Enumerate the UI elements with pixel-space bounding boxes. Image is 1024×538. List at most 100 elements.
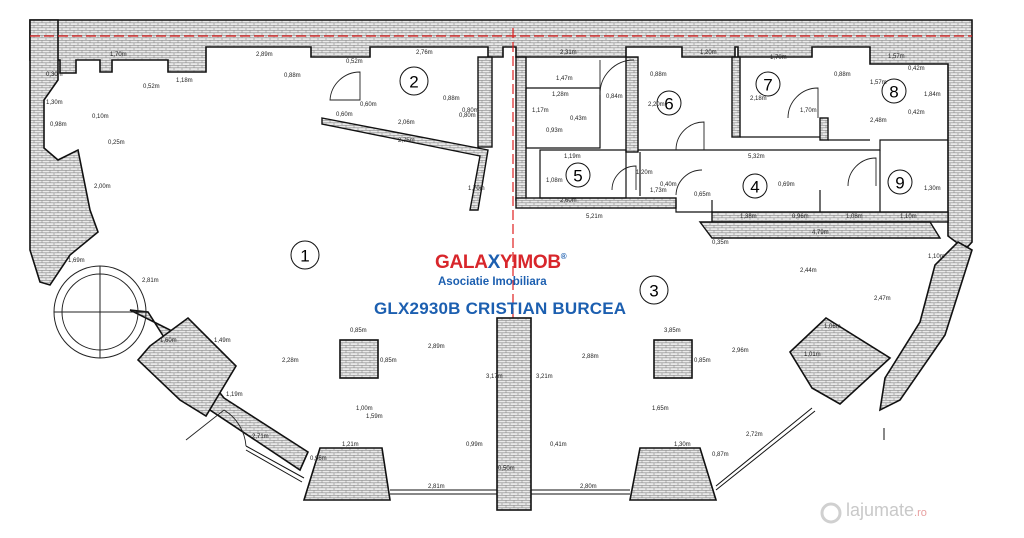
- dim-label: 2,89m: [428, 344, 445, 350]
- dim-label: 2,00m: [94, 184, 111, 190]
- dim-label: 0,98m: [50, 122, 67, 128]
- dim-label: 0,60m: [360, 102, 377, 108]
- dim-label: 2,47m: [874, 296, 891, 302]
- dim-label: 0,35m: [712, 240, 729, 246]
- dim-label: 1,60m: [160, 338, 177, 344]
- svg-text:9: 9: [895, 174, 904, 193]
- dim-label: 1,30m: [46, 100, 63, 106]
- dim-label: 3,85m: [664, 328, 681, 334]
- room-8-label: 8: [881, 78, 907, 104]
- room-7-label: 7: [755, 71, 781, 97]
- dim-label: 1,65m: [652, 406, 669, 412]
- dim-label: 0,88m: [284, 73, 301, 79]
- dim-label: 1,10m: [900, 214, 917, 220]
- svg-text:2: 2: [409, 73, 418, 92]
- dim-label: 2,72m: [746, 432, 763, 438]
- dim-label: 1,19m: [564, 154, 581, 160]
- dim-label: 0,65m: [694, 192, 711, 198]
- dim-label: 0,52m: [346, 59, 363, 65]
- room-3-label: 3: [639, 275, 669, 305]
- dim-label: 0,40m: [660, 182, 677, 188]
- site-tld: .ro: [914, 507, 927, 519]
- dim-label: 2,81m: [142, 278, 159, 284]
- logo-part2: YIMOB: [500, 252, 561, 273]
- dim-label: 1,70m: [468, 186, 485, 192]
- dim-label: 2,06m: [398, 120, 415, 126]
- logo-reg: ®: [560, 252, 567, 261]
- svg-text:6: 6: [664, 95, 673, 114]
- dim-label: 2,44m: [800, 268, 817, 274]
- svg-text:8: 8: [889, 83, 898, 102]
- dim-label: 0,80m: [459, 113, 476, 119]
- dim-label: 5,32m: [748, 154, 765, 160]
- dim-label: 2,89m: [256, 52, 273, 58]
- dim-label: 1,69m: [68, 258, 85, 264]
- dim-label: 2,88m: [582, 354, 599, 360]
- svg-text:5: 5: [573, 167, 582, 186]
- logo-x: X: [487, 252, 501, 273]
- dim-label: 0,88m: [834, 72, 851, 78]
- dim-label: 0,88m: [650, 72, 667, 78]
- dim-label: 1,73m: [650, 188, 667, 194]
- dim-label: 0,88m: [443, 96, 460, 102]
- dim-label: 1,20m: [636, 170, 653, 176]
- room-labels: 1 2 3 4 5 6 7 8 9: [290, 66, 913, 305]
- dim-label: 3,21m: [536, 374, 553, 380]
- svg-text:1: 1: [300, 247, 309, 266]
- dim-label: 0,99m: [466, 442, 483, 448]
- dim-label: 0,85m: [350, 328, 367, 334]
- dim-label: 2,76m: [416, 50, 433, 56]
- dim-label: 1,57m: [870, 80, 887, 86]
- dim-label: 4,79m: [812, 230, 829, 236]
- dim-label: 0,93m: [546, 128, 563, 134]
- dim-label: 2,71m: [252, 434, 269, 440]
- dim-label: 0,96m: [792, 214, 809, 220]
- room-2-label: 2: [399, 66, 429, 96]
- dim-label: 2,96m: [732, 348, 749, 354]
- dim-label: 1,30m: [924, 186, 941, 192]
- dim-label: 0,84m: [606, 94, 623, 100]
- dim-label: 1,08m: [846, 214, 863, 220]
- dim-label: 2,48m: [870, 118, 887, 124]
- dim-label: 2,31m: [560, 50, 577, 56]
- dim-label: 1,38m: [740, 214, 757, 220]
- dim-label: 2,18m: [750, 96, 767, 102]
- dim-label: 2,81m: [428, 484, 445, 490]
- dim-label: 2,20m: [648, 102, 665, 108]
- dim-label: 1,01m: [804, 352, 821, 358]
- dim-label: 1,59m: [366, 414, 383, 420]
- dim-label: 0,50m: [498, 466, 515, 472]
- dim-label: 0,80m: [462, 108, 479, 114]
- axis-lines: [30, 28, 972, 338]
- dim-label: 0,96m: [310, 456, 327, 462]
- dim-label: 0,87m: [712, 452, 729, 458]
- dim-label: 2,28m: [282, 358, 299, 364]
- room-6-label: 6: [656, 90, 682, 116]
- dim-label: 1,84m: [924, 92, 941, 98]
- dim-label: 1,20m: [700, 50, 717, 56]
- dim-label: 1,21m: [342, 442, 359, 448]
- dim-label: 1,70m: [770, 55, 787, 61]
- dim-label: 1,08m: [546, 178, 563, 184]
- dim-label: 3,17m: [486, 374, 503, 380]
- svg-text:3: 3: [649, 282, 658, 301]
- dim-label: 1,19m: [226, 392, 243, 398]
- dim-label: 1,47m: [556, 76, 573, 82]
- spiral-stair: [53, 265, 147, 359]
- dim-label: 2,80m: [580, 484, 597, 490]
- site-name: lajumate: [846, 500, 915, 520]
- site-watermark: lajumate.ro: [846, 500, 927, 521]
- dim-label: 5,21m: [586, 214, 603, 220]
- dim-label: 0,52m: [143, 84, 160, 90]
- galaxyimob-logo: GALAXYIMOB®: [435, 252, 567, 274]
- room-1-label: 1: [290, 240, 320, 270]
- dim-label: 0,41m: [550, 442, 567, 448]
- dim-label: 0,69m: [778, 182, 795, 188]
- window-lines: [245, 407, 816, 495]
- dim-label: 0,42m: [908, 110, 925, 116]
- room-5-label: 5: [565, 162, 591, 188]
- listing-code: GLX2930B CRISTIAN BURCEA: [374, 299, 627, 318]
- dim-label: 1,30m: [674, 442, 691, 448]
- svg-text:4: 4: [750, 178, 759, 197]
